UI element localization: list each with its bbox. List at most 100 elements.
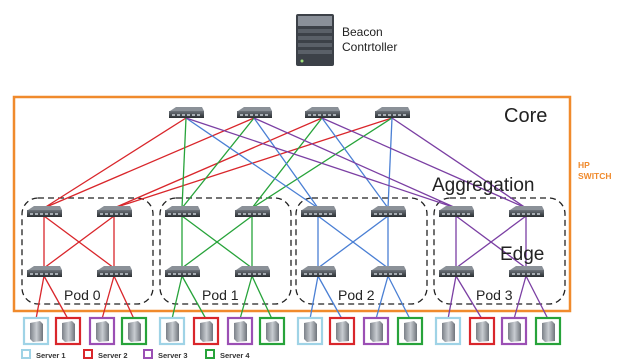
core-switch xyxy=(237,107,272,118)
legend: Server 1 Server 2 Server 3 Server 4 xyxy=(21,349,250,360)
core-agg-link xyxy=(253,117,457,209)
server-icon xyxy=(22,316,50,346)
legend-label: Server 1 xyxy=(36,351,66,360)
server-icon xyxy=(296,316,324,346)
server-icon xyxy=(468,316,496,346)
edge-server-link xyxy=(317,275,343,320)
edge-server-link xyxy=(309,275,319,320)
edge-switch xyxy=(509,266,544,277)
edge-switch xyxy=(235,266,270,277)
pod-box-1 xyxy=(159,197,292,305)
legend-item-server-4: Server 4 xyxy=(205,349,250,360)
server-icon xyxy=(226,316,254,346)
agg-edge-link xyxy=(181,215,253,269)
server-icon xyxy=(362,316,390,346)
pod-label-0: Pod 0 xyxy=(64,287,101,303)
network-frame xyxy=(12,95,572,313)
edge-switch xyxy=(165,266,200,277)
agg-edge-link xyxy=(455,215,527,269)
aggregation-switch xyxy=(97,206,132,217)
server-icon xyxy=(88,316,116,346)
core-agg-link xyxy=(391,117,527,209)
servers xyxy=(22,316,562,346)
edge-server-link xyxy=(113,275,135,320)
core-switch xyxy=(169,107,204,118)
legend-item-server-1: Server 1 xyxy=(21,349,66,360)
edge-server-link xyxy=(455,275,483,320)
core-switch xyxy=(305,107,340,118)
core-agg-link xyxy=(253,117,319,209)
server-icon xyxy=(434,316,462,346)
agg-edge-link xyxy=(317,215,389,269)
legend-label: Server 2 xyxy=(98,351,128,360)
edge-server-link xyxy=(181,275,207,320)
server-icon xyxy=(396,316,424,346)
core-agg-link xyxy=(321,117,527,209)
edge-server-link xyxy=(513,275,527,320)
server-icon xyxy=(192,316,220,346)
switches xyxy=(27,107,544,277)
aggregation-switch xyxy=(301,206,336,217)
server-icon xyxy=(500,316,528,346)
edge-server-link xyxy=(171,275,183,320)
legend-item-server-2: Server 2 xyxy=(83,349,128,360)
pod-label-2: Pod 2 xyxy=(338,287,375,303)
edge-switch xyxy=(301,266,336,277)
core-agg-link xyxy=(181,117,187,209)
hp-switch-label-line2: SWITCH xyxy=(578,171,612,181)
core-agg-link xyxy=(43,117,255,209)
core-switch xyxy=(375,107,410,118)
controller-label-line1: Beacon xyxy=(342,25,383,39)
server-icon xyxy=(328,316,356,346)
pod-box-3 xyxy=(433,197,566,305)
edge-server-link xyxy=(43,275,69,320)
server-icon xyxy=(54,316,82,346)
aggregation-switch xyxy=(165,206,200,217)
controller-label-line2: Contrtoller xyxy=(342,40,397,54)
aggregation-switch xyxy=(439,206,474,217)
core-label: Core xyxy=(504,105,547,127)
aggregation-switch xyxy=(371,206,406,217)
core-agg-link xyxy=(185,117,457,209)
edge-switch xyxy=(371,266,406,277)
legend-label: Server 3 xyxy=(158,351,188,360)
pod-box-0 xyxy=(21,197,154,305)
hp-switch-label-line1: HP xyxy=(578,160,590,170)
server-tower-icon xyxy=(296,14,334,66)
edge-server-link xyxy=(447,275,457,320)
legend-item-server-3: Server 3 xyxy=(143,349,188,360)
edge-server-link xyxy=(101,275,115,320)
edge-server-link xyxy=(387,275,411,320)
edge-switch xyxy=(27,266,62,277)
server-icon xyxy=(158,316,186,346)
server-icon xyxy=(534,316,562,346)
aggregation-switch xyxy=(27,206,62,217)
links xyxy=(35,117,549,320)
core-agg-link xyxy=(387,117,393,209)
edge-server-link xyxy=(375,275,389,320)
pod-boxes xyxy=(21,197,566,305)
server-icon xyxy=(258,316,286,346)
aggregation-switch xyxy=(235,206,270,217)
core-agg-link xyxy=(185,117,319,209)
edge-switch xyxy=(439,266,474,277)
core-agg-link xyxy=(43,117,187,209)
core-agg-link xyxy=(251,117,323,209)
pod-label-1: Pod 1 xyxy=(202,287,239,303)
edge-label: Edge xyxy=(500,244,544,265)
pod-label-3: Pod 3 xyxy=(476,287,513,303)
edge-switch xyxy=(97,266,132,277)
pod-box-2 xyxy=(295,197,428,305)
aggregation-switch xyxy=(509,206,544,217)
aggregation-label: Aggregation xyxy=(432,175,534,196)
agg-edge-link xyxy=(43,215,115,269)
edge-server-link xyxy=(525,275,549,320)
edge-server-link xyxy=(251,275,273,320)
edge-server-link xyxy=(239,275,253,320)
legend-label: Server 4 xyxy=(220,351,250,360)
server-icon xyxy=(120,316,148,346)
core-agg-link xyxy=(181,117,255,209)
edge-server-link xyxy=(35,275,45,320)
beacon-controller: Beacon Contrtoller xyxy=(296,14,397,66)
